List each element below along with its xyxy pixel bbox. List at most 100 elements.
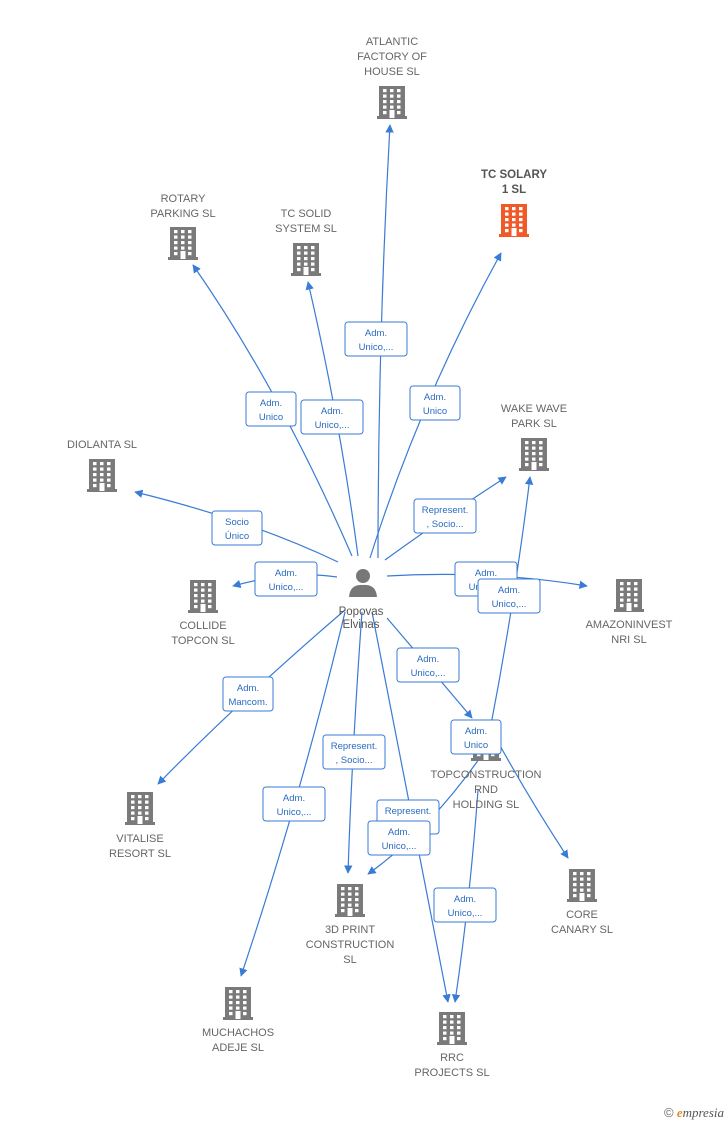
edge-label-text: Socio — [225, 517, 249, 528]
person-name: Popovas — [339, 606, 384, 618]
edge-label-text: Represent. — [422, 505, 468, 516]
edge-label-center-rotary[interactable]: Adm.Unico — [245, 391, 297, 427]
edge-label-text: Adm. — [424, 392, 446, 403]
company-name: 3D PRINT — [325, 924, 375, 936]
company-name: PARKING SL — [150, 208, 215, 220]
company-node-wakewave[interactable]: WAKE WAVE PARK SL — [501, 403, 567, 471]
building-icon — [125, 792, 155, 825]
edge-label-center-atlantic[interactable]: Adm.Unico,... — [344, 321, 408, 357]
edge-label-text: Adm. — [475, 568, 497, 579]
company-node-collide[interactable]: COLLIDE TOPCON SL — [171, 580, 235, 647]
company-name: TOPCON SL — [171, 635, 234, 647]
edge-label-text: Unico,... — [277, 807, 312, 818]
company-name: MUCHACHOS — [202, 1027, 274, 1039]
edge-label-topcon-rrc[interactable]: Adm.Unico,... — [433, 887, 497, 923]
building-icon — [335, 884, 365, 917]
edge-label-box — [450, 719, 502, 755]
company-name: COLLIDE — [179, 620, 226, 632]
edge-label-center-topcon[interactable]: Adm.Unico,... — [396, 647, 460, 683]
edge-label-text: , Socio... — [427, 519, 464, 530]
edge-label-box — [367, 820, 431, 856]
building-icon — [291, 243, 321, 276]
company-name: CONSTRUCTION — [306, 939, 395, 951]
edge-label-text: Unico — [259, 412, 283, 423]
edge-label-text: Adm. — [365, 328, 387, 339]
building-icon — [567, 869, 597, 902]
person-name: Elvinas — [342, 619, 379, 631]
company-name: DIOLANTA SL — [67, 439, 137, 451]
edge-label-topcon-wakewave[interactable]: Adm.Unico,... — [477, 578, 541, 614]
edge-label-center-tcsolid[interactable]: Adm.Unico,... — [300, 399, 364, 435]
brand-initial: e — [676, 1105, 683, 1120]
edge-label-center-muchachos[interactable]: Adm. Unico,... — [262, 786, 326, 822]
edge-label-center-vitalise[interactable]: Adm.Mancom. — [222, 676, 274, 712]
edge-label-text: Adm. — [283, 793, 305, 804]
company-name: WAKE WAVE — [501, 403, 567, 415]
company-name: TOPCONSTRUCTION — [430, 769, 541, 781]
company-name: ADEJE SL — [212, 1042, 264, 1054]
edge-label-text: , Socio... — [336, 755, 373, 766]
edge-label-text: Unico — [423, 406, 447, 417]
edge-label-topcon-print3d[interactable]: Adm.Unico,... — [367, 820, 431, 856]
building-icon — [377, 86, 407, 119]
person-icon — [349, 569, 377, 597]
edge-label-box — [433, 887, 497, 923]
copyright-symbol: © — [663, 1105, 674, 1120]
company-node-amazon[interactable]: AMAZONINVEST NRI SL — [586, 579, 673, 646]
building-icon — [188, 580, 218, 613]
building-icon — [437, 1012, 467, 1045]
edge-label-text: Adm. — [417, 654, 439, 665]
edge-label-center-tcsolary[interactable]: Adm. Unico — [409, 385, 461, 421]
building-icon — [87, 459, 117, 492]
edges-layer — [134, 124, 588, 1003]
edge-label-center-wakewave[interactable]: Represent. , Socio... — [413, 498, 477, 534]
edge-label-box — [262, 786, 326, 822]
building-icon — [614, 579, 644, 612]
company-name: NRI SL — [611, 634, 646, 646]
edge-labels-layer: Adm.Unico,...Adm.UnicoAdm.UnicoAdm.Unico… — [211, 321, 541, 923]
company-name: PROJECTS SL — [414, 1067, 489, 1079]
edge-label-box — [477, 578, 541, 614]
company-name: HOLDING SL — [453, 799, 520, 811]
edge-label-box — [254, 561, 318, 597]
edge-label-topcon-core[interactable]: Adm.Unico — [450, 719, 502, 755]
company-node-muchachos[interactable]: MUCHACHOS ADEJE SL — [202, 987, 274, 1054]
company-name: AMAZONINVEST — [586, 619, 673, 631]
company-name: 1 SL — [502, 184, 526, 196]
edge-label-text: Adm. — [465, 726, 487, 737]
edge-label-text: Represent. — [385, 806, 431, 817]
building-icon — [168, 227, 198, 260]
company-node-diolanta[interactable]: DIOLANTA SL — [67, 439, 137, 492]
edge-topcon-core — [497, 741, 569, 859]
edge-label-text: Unico,... — [269, 582, 304, 593]
company-name: RRC — [440, 1052, 464, 1064]
brand-watermark: © empresia — [664, 1105, 724, 1121]
edge-label-box — [396, 647, 460, 683]
edge-label-box — [245, 391, 297, 427]
brand-name: mpresia — [682, 1105, 724, 1120]
company-node-rrc[interactable]: RRC PROJECTS SL — [414, 1012, 490, 1079]
edge-label-center-collide[interactable]: Adm.Unico,... — [254, 561, 318, 597]
company-name: RESORT SL — [109, 848, 171, 860]
edge-label-text: Adm. — [388, 827, 410, 838]
company-name: PARK SL — [511, 418, 557, 430]
edge-label-box — [344, 321, 408, 357]
edge-label-center-print3d[interactable]: Represent. , Socio... — [322, 734, 386, 770]
company-node-vitalise[interactable]: VITALISE RESORT SL — [109, 792, 171, 860]
edge-label-text: Adm. — [237, 683, 259, 694]
edge-label-text: Represent. — [331, 741, 377, 752]
edge-label-text: Adm. — [498, 585, 520, 596]
edge-label-box — [413, 498, 477, 534]
company-name: VITALISE — [116, 833, 163, 845]
edge-label-text: Unico,... — [315, 420, 350, 431]
